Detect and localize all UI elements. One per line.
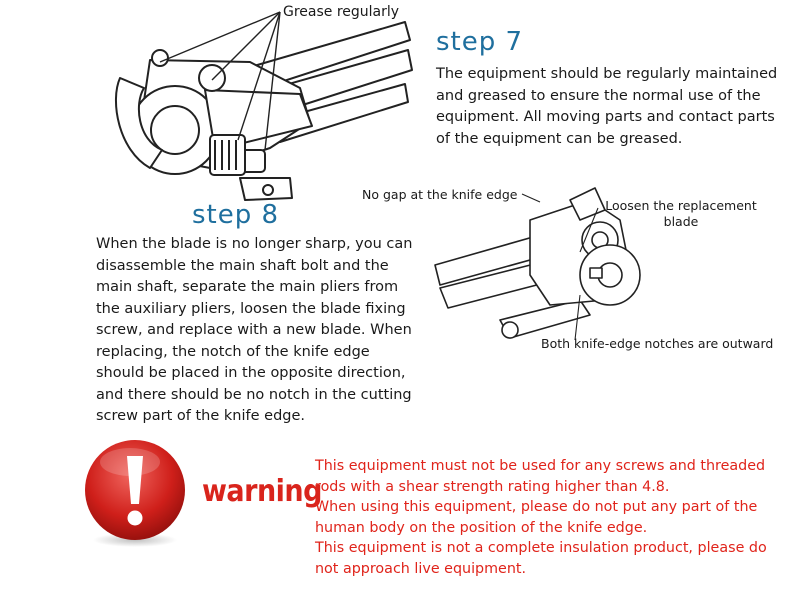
- step8-text: When the blade is no longer sharp, you c…: [96, 236, 413, 424]
- tool-illustration-blade: [434, 187, 641, 341]
- warning-text-block: This equipment must not be used for any …: [315, 456, 773, 579]
- step7-heading: step 7: [436, 27, 524, 57]
- tool-illustration-grease: [114, 11, 413, 201]
- callout-loosen-blade: Loosen the replacement blade: [605, 198, 757, 229]
- warning-label: warning: [202, 474, 322, 509]
- callout-no-gap: No gap at the knife edge: [362, 187, 518, 202]
- warning-line-2: When using this equipment, please do not…: [315, 499, 758, 536]
- warning-line-1: This equipment must not be used for any …: [315, 458, 766, 495]
- callout-grease-regularly: Grease regularly: [283, 4, 400, 20]
- step7-text: The equipment should be regularly mainta…: [436, 66, 778, 147]
- step8-heading: step 8: [192, 200, 280, 230]
- callout-notches-outward: Both knife-edge notches are outward: [541, 336, 774, 351]
- warning-line-3: This equipment is not a complete insulat…: [315, 540, 767, 577]
- exclamation-circle-icon: [85, 440, 185, 547]
